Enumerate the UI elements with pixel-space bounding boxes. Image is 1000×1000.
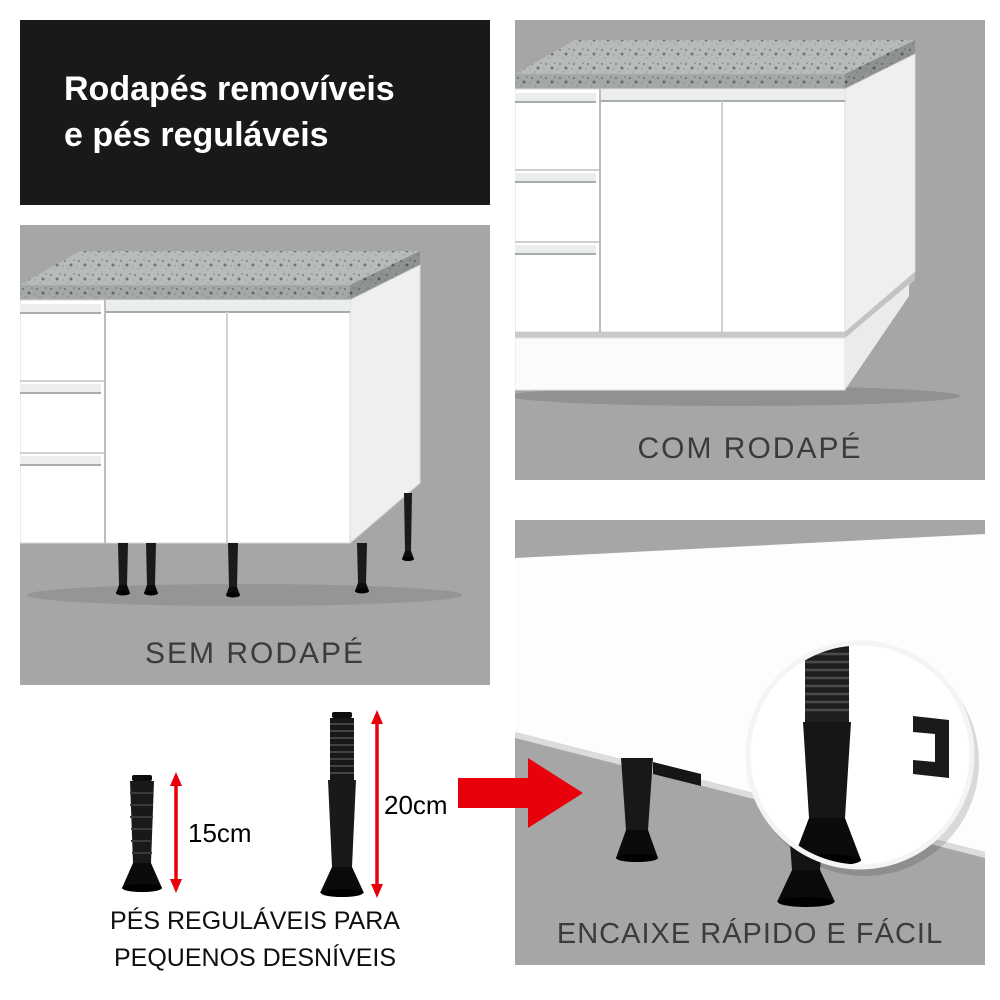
measurement-15cm: 15cm bbox=[188, 818, 252, 848]
title-line-2: e pés reguláveis bbox=[64, 116, 329, 154]
measure-arrow-20 bbox=[371, 710, 383, 898]
mounted-foot bbox=[616, 758, 701, 862]
countertop bbox=[515, 40, 915, 89]
plinth-rodape bbox=[515, 272, 915, 391]
floor-shadow bbox=[27, 584, 463, 606]
cabinet-no-plinth-illustration bbox=[20, 251, 463, 606]
right-arrow-icon bbox=[458, 758, 583, 828]
short-foot bbox=[122, 775, 162, 892]
feet-section: 15cm 20cm PÉS REGULÁVEIS PARA PEQUENOS D… bbox=[20, 690, 490, 990]
adjustable-legs bbox=[116, 493, 414, 598]
feet-caption-line-1: PÉS REGULÁVEIS PARA bbox=[110, 907, 400, 935]
encaixe-label: ENCAIXE RÁPIDO E FÁCIL bbox=[556, 918, 944, 950]
cabinet-doors bbox=[104, 299, 351, 544]
tall-foot bbox=[320, 712, 364, 897]
com-rodape-label: COM RODAPÉ bbox=[637, 432, 863, 465]
clip-bracket bbox=[913, 716, 949, 778]
cabinet-with-plinth-illustration bbox=[515, 40, 960, 406]
drawer-unit bbox=[515, 88, 601, 333]
magnifier-circle bbox=[745, 640, 979, 876]
countertop bbox=[20, 251, 420, 300]
panel-sem-rodape: SEM RODAPÉ bbox=[20, 225, 490, 685]
feet-caption-line-2: PEQUENOS DESNÍVEIS bbox=[113, 944, 397, 972]
title-line-1: Rodapés removíveis bbox=[64, 70, 395, 108]
panel-encaixe: ENCAIXE RÁPIDO E FÁCIL bbox=[515, 520, 985, 965]
panel-com-rodape: COM RODAPÉ bbox=[515, 20, 985, 480]
floor-shadow bbox=[515, 386, 960, 406]
measurement-20cm: 20cm bbox=[384, 790, 448, 820]
adjustable-feet-illustration bbox=[122, 710, 383, 898]
sem-rodape-label: SEM RODAPÉ bbox=[144, 637, 366, 670]
title-banner: Rodapés removíveis e pés reguláveis bbox=[20, 20, 490, 205]
close-up-illustration bbox=[515, 534, 985, 907]
feet-caption: PÉS REGULÁVEIS PARA PEQUENOS DESNÍVEIS bbox=[20, 903, 490, 977]
threaded-foot bbox=[793, 646, 861, 866]
cabinet-doors bbox=[599, 88, 846, 333]
measure-arrow-15 bbox=[170, 772, 182, 893]
drawer-unit bbox=[20, 299, 106, 544]
